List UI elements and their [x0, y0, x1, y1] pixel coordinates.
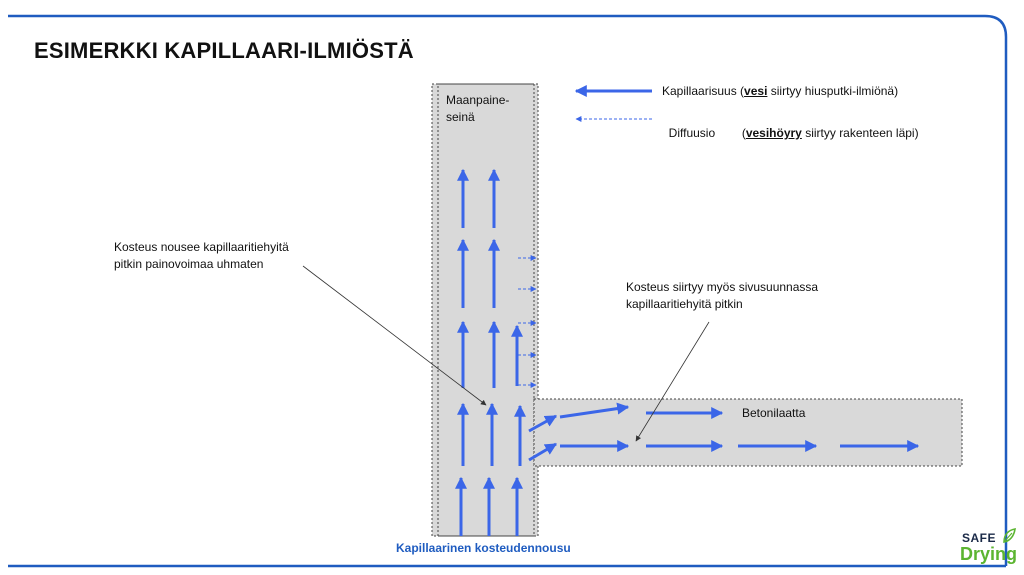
wall-label-line: seinä: [446, 110, 475, 124]
wall-label: Maanpaine- seinä: [446, 92, 509, 126]
legend-diffusion-text: Diffuusio (vesihöyry siirtyy rakenteen l…: [662, 112, 919, 140]
legend-diffusion-prefix: Diffuusio (: [668, 126, 746, 140]
wall-body: [431, 83, 539, 537]
vertical-capillary-arrows: [455, 168, 526, 536]
capillary-arrow: [559, 402, 630, 419]
legend-capillary-keyword: vesi: [744, 84, 768, 98]
diffusion-arrows: [518, 255, 537, 388]
concrete-slab: [533, 398, 963, 467]
lateral-annotation: Kosteus siirtyy myös sivusuunnassa kapil…: [626, 279, 818, 313]
slide-title: ESIMERKKI KAPILLAARI-ILMIÖSTÄ: [34, 38, 414, 63]
safe-drying-logo: SAFE Drying: [946, 528, 1020, 570]
logo-word-drying: Drying: [960, 544, 1018, 564]
lateral-capillary-arrows: [528, 402, 920, 462]
rise-annotation: Kosteus nousee kapillaaritiehyitä pitkin…: [114, 239, 289, 273]
wall-core: [437, 83, 535, 537]
legend-capillary-prefix: Kapillaarisuus (: [662, 84, 745, 98]
diagram-caption: Kapillaarinen kosteudennousu: [396, 541, 571, 555]
rise-annotation-leader: [302, 265, 487, 406]
slab-label: Betonilaatta: [742, 406, 806, 420]
lateral-annotation-line: Kosteus siirtyy myös sivusuunnassa: [626, 280, 819, 294]
rise-annotation-line: Kosteus nousee kapillaaritiehyitä: [114, 240, 289, 254]
slide-frame-line: [8, 14, 1008, 568]
legend-diffusion-suffix: siirtyy rakenteen läpi): [801, 126, 919, 140]
capillary-arrow: [528, 414, 558, 433]
lateral-annotation-line: kapillaaritiehyitä pitkin: [626, 297, 743, 311]
wall-label-line: Maanpaine-: [446, 93, 510, 107]
slab-joint-cover: [535, 400, 537, 465]
logo-word-safe: SAFE: [962, 531, 997, 545]
rise-annotation-line: pitkin painovoimaa uhmaten: [114, 257, 264, 271]
legend-capillary-suffix: siirtyy hiusputki-ilmiönä): [767, 84, 899, 98]
lateral-annotation-leader: [635, 321, 710, 442]
legend-capillary-text: Kapillaarisuus (vesi siirtyy hiusputki-i…: [662, 84, 898, 98]
capillary-arrow: [528, 442, 558, 462]
leaf-icon: [1003, 528, 1016, 543]
legend-diffusion-keyword: vesihöyry: [745, 126, 802, 140]
